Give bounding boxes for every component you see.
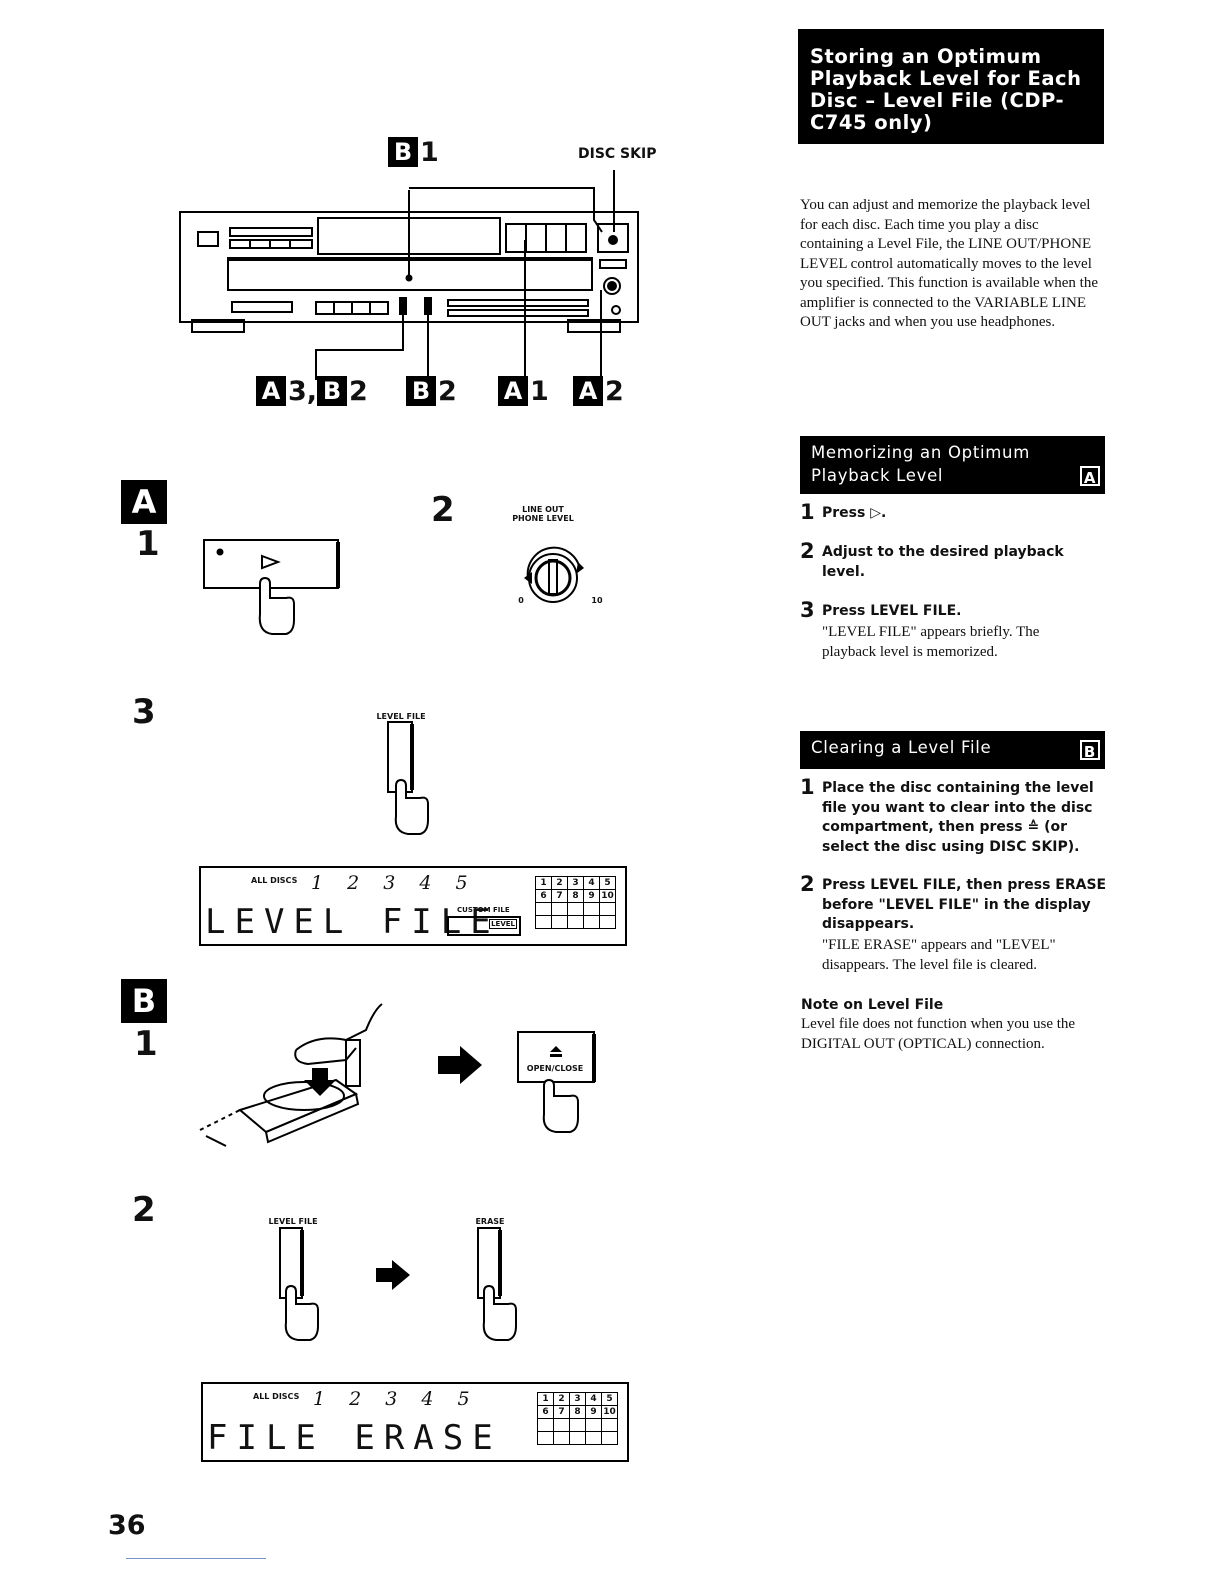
memorizing-header: Memorizing an Optimum Playback Level A (800, 436, 1105, 494)
clearing-title: Clearing a Level File (811, 738, 992, 757)
letter-badge: A (498, 376, 528, 406)
lcd-text: LEVEL FILE (205, 902, 500, 942)
memorizing-step-1: 1 Press ▷. (800, 500, 1110, 524)
letter-badge: A (573, 376, 603, 406)
letter-badge: B (406, 376, 436, 406)
section-a-badge: A (121, 480, 167, 524)
memorizing-step-3: 3 Press LEVEL FILE. "LEVEL FILE" appears… (800, 598, 1090, 662)
step-number: 3 (800, 598, 815, 622)
erase-button-illustration (477, 1227, 517, 1341)
disc-numbers: 1 2 3 4 5 (311, 872, 477, 894)
step-number: 1 (800, 775, 815, 799)
step-a1-number: 1 (136, 524, 160, 564)
memorizing-step-2: 2 Adjust to the desired playback level. (800, 539, 1090, 582)
callout-number: 1 (420, 136, 439, 168)
section-b-badge-small: B (1080, 740, 1100, 761)
callout-number: 2 (438, 375, 457, 407)
note-title: Note on Level File (801, 997, 944, 1013)
section-a-badge-small: A (1080, 466, 1100, 487)
level-indicator: LEVEL (489, 919, 517, 929)
lcd-text: FILE ERASE (207, 1418, 502, 1458)
open-close-label: OPEN/CLOSE (526, 1064, 584, 1073)
all-discs-label: ALL DISCS (251, 876, 298, 885)
clearing-step-1: 1 Place the disc containing the level fi… (800, 775, 1108, 857)
open-close-button-illustration (517, 1031, 596, 1133)
note-text: Level file does not function when you us… (801, 1016, 1076, 1052)
erase-label: ERASE (475, 1217, 505, 1226)
step-number: 2 (800, 539, 815, 563)
note-block: Note on Level File Level file does not f… (801, 995, 1101, 1054)
letter-badge: A (256, 376, 286, 406)
step-text: Press LEVEL FILE, then press ERASE befor… (822, 877, 1107, 932)
step-detail: "FILE ERASE" appears and "LEVEL" disappe… (822, 936, 1056, 973)
level-knob-illustration (524, 546, 584, 603)
letter-badge: B (317, 376, 348, 406)
custom-file-label: CUSTOM FILE (457, 906, 510, 914)
step-a3-number: 3 (132, 692, 156, 732)
step-text: Adjust to the desired playback level. (822, 544, 1064, 580)
callout-number: 3, (288, 375, 318, 407)
step-text: Press LEVEL FILE. (822, 603, 962, 619)
line-out-label: LINE OUT PHONE LEVEL (512, 505, 574, 523)
level-file-label: LEVEL FILE (376, 712, 426, 721)
disc-numbers: 1 2 3 4 5 (313, 1388, 479, 1410)
step-a2-number: 2 (431, 490, 455, 530)
letter-b-badge: B (388, 137, 418, 167)
disc-tray-illustration (199, 1003, 383, 1147)
clearing-step-2: 2 Press LEVEL FILE, then press ERASE bef… (800, 872, 1108, 975)
callout-number: 1 (530, 375, 549, 407)
disc-skip-label: DISC SKIP (578, 146, 657, 162)
intro-paragraph: You can adjust and memorize the playback… (800, 197, 1098, 330)
step-b2-number: 2 (132, 1190, 156, 1230)
page-number: 36 (108, 1510, 146, 1541)
step-number: 1 (800, 500, 815, 524)
level-file-button-illustration (387, 721, 429, 835)
step-b1-number: 1 (134, 1024, 158, 1064)
page-title: Storing an Optimum Playback Level for Ea… (798, 29, 1104, 144)
step-number: 2 (800, 872, 815, 896)
footer-rule (126, 1558, 266, 1559)
step-text: Place the disc containing the level file… (822, 780, 1094, 855)
clearing-header: Clearing a Level File B (800, 731, 1105, 769)
knob-min-label: 0 (518, 596, 524, 605)
knob-max-label: 10 (591, 596, 603, 605)
all-discs-label: ALL DISCS (253, 1392, 300, 1401)
custom-file-indicator: LEVEL (447, 916, 521, 936)
section-b-badge: B (121, 979, 167, 1023)
step-text: Press ▷. (822, 505, 887, 521)
level-file-label-b: LEVEL FILE (268, 1217, 318, 1226)
level-file-button-illustration-b (279, 1227, 319, 1341)
callout-number: 2 (349, 375, 368, 407)
step-detail: "LEVEL FILE" appears briefly. The playba… (822, 623, 1040, 660)
callout-number: 2 (605, 375, 624, 407)
play-button-illustration (203, 539, 340, 635)
arrow-right-icon (438, 1046, 482, 1084)
arrow-right-icon (376, 1260, 410, 1290)
memorizing-title: Memorizing an Optimum Playback Level (811, 443, 1030, 485)
cd-player-diagram (179, 170, 639, 380)
lcd-level-file: ALL DISCS 1 2 3 4 5 LEVEL FILE CUSTOM FI… (199, 866, 627, 946)
